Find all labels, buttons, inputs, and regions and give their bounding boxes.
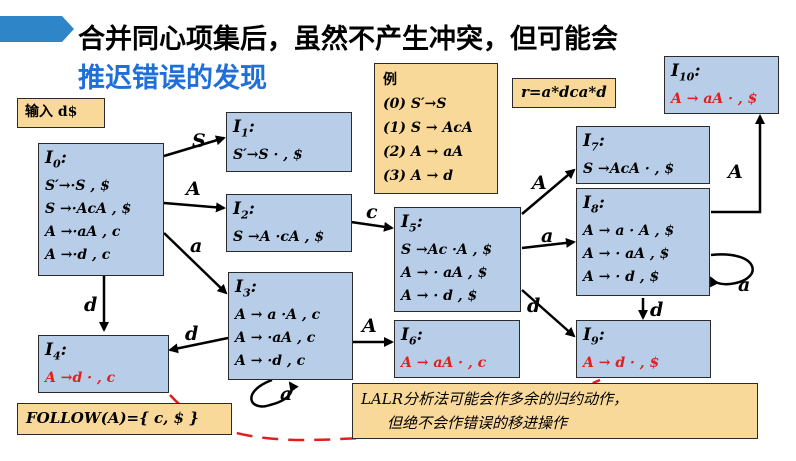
label-i5-i7: A [532, 172, 547, 194]
label-i3-i6: A [362, 315, 377, 337]
label-i8-i10: A [728, 161, 743, 183]
label-i8-i9: d [650, 299, 664, 321]
grammar-rule: (3) A → d [383, 168, 453, 184]
follow-set-text: FOLLOW(A)={ c, $ } [26, 409, 199, 427]
lr-item: A → a ·A , c [235, 307, 321, 324]
state-i10: I10: A → aA · , $ [664, 56, 779, 114]
state-heading: I3: [235, 277, 257, 300]
arrow-i5-i8 [521, 237, 576, 250]
state-i3: I3: A → a ·A , c A → ·aA , c A → ·d , c [228, 272, 353, 380]
lalr-note-line1: LALR分析法可能会作多余的归约动作， [361, 390, 629, 408]
lr-item: S →A ·cA , $ [233, 229, 325, 246]
lalr-note-line2: 但绝不会作错误的移进操作 [387, 414, 568, 432]
lr-item: A → · d , $ [401, 288, 478, 305]
state-i5: I5: S →Ac ·A , $ A → · aA , $ A → · d , … [394, 207, 521, 312]
state-heading: I1: [233, 117, 255, 140]
lalr-note-box: LALR分析法可能会作多余的归约动作， 但绝不会作错误的移进操作 [352, 383, 758, 439]
lr-item: A → d · , $ [583, 355, 660, 372]
grammar-rule: (0) S′→S [383, 96, 447, 112]
regex-text: r=a*dca*d [521, 83, 607, 101]
arrow-i5-i9 [521, 289, 576, 338]
lr-item: A → · aA , $ [583, 246, 670, 263]
lr-item: A → aA · , $ [671, 91, 758, 108]
grammar-rule: (1) S → AcA [383, 120, 473, 136]
lr-item: A → ·d , c [235, 353, 306, 370]
label-i5-i8: a [541, 225, 554, 247]
page-title-line2: 推迟错误的发现 [78, 63, 267, 94]
follow-set-box: FOLLOW(A)={ c, $ } [17, 403, 232, 435]
state-i2: I2: S →A ·cA , $ [226, 194, 352, 252]
state-i8: I8: A → a · A , $ A → · aA , $ A → · d ,… [576, 188, 710, 296]
label-i0-i2: A [186, 178, 201, 200]
state-i7: I7: S →AcA · , $ [576, 126, 710, 184]
state-heading: I10: [671, 61, 701, 84]
state-heading: I9: [583, 325, 605, 348]
grammar-example-box: 例 (0) S′→S (1) S → AcA (2) A → aA (3) A … [374, 63, 498, 194]
label-i0-i3: a [190, 235, 203, 257]
state-i4: I4: A →d · , c [38, 335, 169, 393]
arrow-i0-i3 [163, 232, 228, 295]
lr-item: S′→·S , $ [45, 178, 110, 195]
page-title-line1: 合并同心项集后，虽然不产生冲突，但可能会 [78, 24, 618, 55]
title-banner-decoration [0, 16, 74, 42]
label-i2-i5: c [366, 201, 378, 223]
state-heading: I2: [233, 199, 255, 222]
regex-box: r=a*dca*d [512, 78, 616, 108]
label-i3-i4: d [185, 323, 199, 345]
input-string-box: 输入 d$ [17, 98, 105, 128]
input-string-text: 输入 d$ [25, 104, 78, 120]
arrow-i3-i4 [168, 336, 229, 354]
arrow-i8-loop [709, 253, 754, 288]
lr-item: A → · aA , $ [401, 265, 488, 282]
arrow-i8-i10 [711, 114, 765, 214]
state-i9: I9: A → d · , $ [576, 320, 711, 378]
state-heading: I0: [45, 148, 67, 171]
state-heading: I4: [45, 340, 67, 363]
arrow-i0-i2 [163, 201, 226, 213]
grammar-rule: (2) A → aA [383, 144, 464, 160]
grammar-heading: 例 [383, 72, 397, 88]
label-i8-loop: a [738, 274, 751, 296]
label-i0-i4: d [84, 294, 98, 316]
lr-item: S →Ac ·A , $ [401, 242, 493, 259]
lr-item: S′→S · , $ [233, 147, 303, 164]
label-i0-i1: S [192, 130, 206, 152]
state-heading: I8: [583, 193, 605, 216]
state-i6: I6: A → aA · , c [394, 320, 520, 378]
lr-item: A →·d , c [45, 247, 111, 264]
label-i5-i9: d [527, 295, 541, 317]
state-heading: I5: [401, 212, 423, 235]
state-i1: I1: S′→S · , $ [226, 112, 352, 172]
state-heading: I6: [401, 325, 423, 348]
lr-item: S →·AcA , $ [45, 201, 132, 218]
arrow-i3-loop [250, 378, 299, 408]
lr-item: A → aA · , c [401, 355, 487, 372]
label-i3-loop: a [280, 383, 293, 405]
state-i0: I0: S′→·S , $ S →·AcA , $ A →·aA , c A →… [38, 143, 164, 276]
arrow-i5-i7 [521, 168, 576, 215]
lr-item: A →d · , c [45, 370, 116, 387]
lr-item: A → · d , $ [583, 269, 660, 286]
lr-item: S →AcA · , $ [583, 161, 675, 178]
lr-item: A → ·aA , c [235, 330, 316, 347]
arrow-i0-i1 [163, 135, 226, 158]
lr-item: A → a · A , $ [583, 223, 675, 240]
lr-item: A →·aA , c [45, 224, 121, 241]
state-heading: I7: [583, 131, 605, 154]
arrow-i2-i5 [350, 220, 394, 232]
